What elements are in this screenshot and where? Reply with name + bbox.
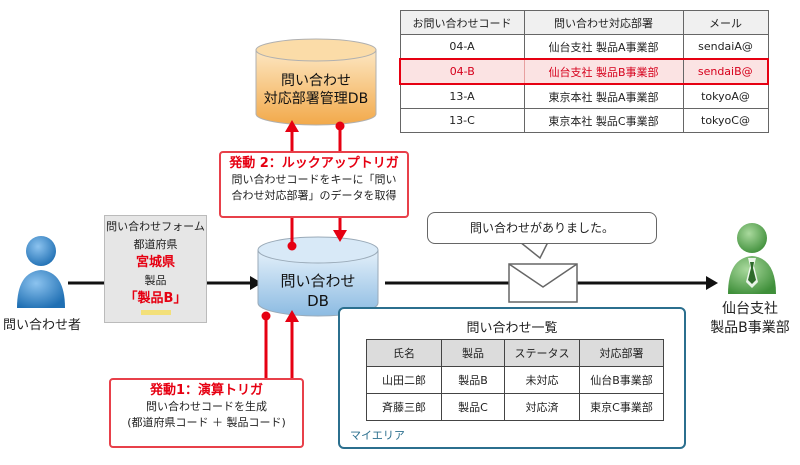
inquirer-label: 問い合わせ者 bbox=[2, 318, 81, 333]
dept-cell: sendaiB@ bbox=[682, 58, 769, 85]
inquiry-header-name: 氏名 bbox=[366, 339, 442, 367]
form-field1-value: 宮城県 bbox=[135, 255, 175, 270]
inquiry-cell: 未対応 bbox=[504, 366, 580, 394]
dept-header-mail: メール bbox=[682, 10, 769, 35]
dept-cell: 東京本社 製品C事業部 bbox=[523, 108, 684, 133]
dept-table-row: 04-A 仙台支社 製品A事業部 sendaiA@ bbox=[399, 34, 769, 60]
inquiry-cell: 山田二郎 bbox=[366, 366, 442, 394]
main-db-label-line2: DB bbox=[307, 292, 329, 310]
my-area-label: マイエリア bbox=[350, 429, 405, 442]
dept-header-code: お問い合わせコード bbox=[399, 10, 525, 35]
dept-cell: tokyoA@ bbox=[682, 83, 769, 109]
dept-cell: 仙台支社 製品B事業部 bbox=[523, 58, 684, 85]
lookup-trigger-desc-2: 合わせ対応部署」のデータを取得 bbox=[231, 189, 397, 202]
inquirer-person-icon bbox=[17, 236, 65, 308]
inquiry-cell: 対応済 bbox=[504, 393, 580, 421]
inquiry-header-product: 製品 bbox=[441, 339, 505, 367]
lookup-trigger-box: 発動 2：ルックアップトリガ 問い合わせコードをキーに「問い 合わせ対応部署」の… bbox=[219, 151, 409, 218]
inquiry-cell: 東京C事業部 bbox=[579, 393, 664, 421]
dept-table-row: 13-A 東京本社 製品A事業部 tokyoA@ bbox=[399, 83, 769, 109]
main-db-label-line1: 問い合わせ bbox=[280, 272, 356, 290]
dept-cell: tokyoC@ bbox=[682, 108, 769, 133]
recipient-label: 仙台支社 製品B事業部 bbox=[700, 300, 800, 338]
my-area-panel: 問い合わせ一覧 氏名 製品 ステータス 対応部署 山田二郎 製品B 未対応 仙台… bbox=[338, 307, 686, 449]
main-db-label: 問い合わせ DB bbox=[258, 271, 378, 311]
recipient-person-icon bbox=[728, 223, 776, 294]
dept-cell: 13-A bbox=[399, 83, 525, 109]
calc-trigger-desc-1: 問い合わせコードを生成 bbox=[146, 400, 267, 413]
dept-table-header: お問い合わせコード 問い合わせ対応部署 メール bbox=[399, 10, 769, 35]
dept-cell: 東京本社 製品A事業部 bbox=[523, 83, 684, 109]
notification-speech-bubble: 問い合わせがありました。 bbox=[427, 212, 657, 244]
calc-trigger-title: 発動1：演算トリガ bbox=[149, 383, 264, 398]
main-db-cylinder bbox=[257, 236, 379, 317]
dept-table: お問い合わせコード 問い合わせ対応部署 メール 04-A 仙台支社 製品A事業部… bbox=[399, 10, 769, 133]
inquiry-cell: 仙台B事業部 bbox=[579, 366, 664, 394]
lookup-trigger-title: 発動 2：ルックアップトリガ bbox=[229, 156, 399, 171]
dept-db-cylinder bbox=[255, 38, 377, 126]
form-title: 問い合わせフォーム bbox=[106, 220, 205, 233]
form-submit-bar bbox=[140, 310, 171, 315]
inquiry-header-status: ステータス bbox=[504, 339, 580, 367]
dept-cell: sendaiA@ bbox=[682, 34, 769, 60]
calc-trigger-desc-2: (都道府県コード ＋ 製品コード) bbox=[127, 416, 286, 429]
inquiry-list-title: 問い合わせ一覧 bbox=[466, 321, 558, 336]
form-field2-label: 製品 bbox=[144, 274, 167, 287]
lookup-trigger-desc-1: 問い合わせコードをキーに「問い bbox=[231, 173, 397, 186]
inquiry-cell: 製品C bbox=[441, 393, 505, 421]
inquiry-cell: 製品B bbox=[441, 366, 505, 394]
calc-trigger-box: 発動1：演算トリガ 問い合わせコードを生成 (都道府県コード ＋ 製品コード) bbox=[109, 378, 304, 448]
dept-cell: 仙台支社 製品A事業部 bbox=[523, 34, 684, 60]
speech-bubble-tail bbox=[517, 241, 550, 260]
recipient-label-line1: 仙台支社 bbox=[722, 301, 778, 317]
form-field1-label: 都道府県 bbox=[133, 238, 178, 251]
dept-db-label: 問い合わせ 対応部署管理DB bbox=[252, 72, 380, 108]
inquiry-list-table: 氏名 製品 ステータス 対応部署 山田二郎 製品B 未対応 仙台B事業部 斉藤三… bbox=[366, 339, 664, 421]
inquiry-table-header: 氏名 製品 ステータス 対応部署 bbox=[366, 339, 664, 367]
dept-cell: 04-A bbox=[399, 34, 525, 60]
recipient-label-line2: 製品B事業部 bbox=[710, 320, 790, 336]
mail-envelope-icon bbox=[508, 263, 578, 303]
dept-db-label-line1: 問い合わせ bbox=[281, 73, 351, 89]
dept-cell: 13-C bbox=[399, 108, 525, 133]
dept-header-dept: 問い合わせ対応部署 bbox=[523, 10, 684, 35]
dept-cell: 04-B bbox=[399, 58, 525, 85]
form-field2-value: 「製品B」 bbox=[124, 291, 187, 306]
dept-table-row-highlighted: 04-B 仙台支社 製品B事業部 sendaiB@ bbox=[399, 58, 769, 85]
inquiry-cell: 斉藤三郎 bbox=[366, 393, 442, 421]
inquiry-table-row[interactable]: 斉藤三郎 製品C 対応済 東京C事業部 bbox=[366, 393, 664, 421]
inquiry-form-card: 問い合わせフォーム 都道府県 宮城県 製品 「製品B」 bbox=[104, 215, 207, 323]
inquiry-header-dept: 対応部署 bbox=[579, 339, 664, 367]
dept-db-label-line2: 対応部署管理DB bbox=[263, 91, 369, 107]
inquiry-table-row[interactable]: 山田二郎 製品B 未対応 仙台B事業部 bbox=[366, 366, 664, 394]
dept-table-wrapper: お問い合わせコード 問い合わせ対応部署 メール 04-A 仙台支社 製品A事業部… bbox=[399, 10, 769, 133]
dept-table-row: 13-C 東京本社 製品C事業部 tokyoC@ bbox=[399, 108, 769, 133]
